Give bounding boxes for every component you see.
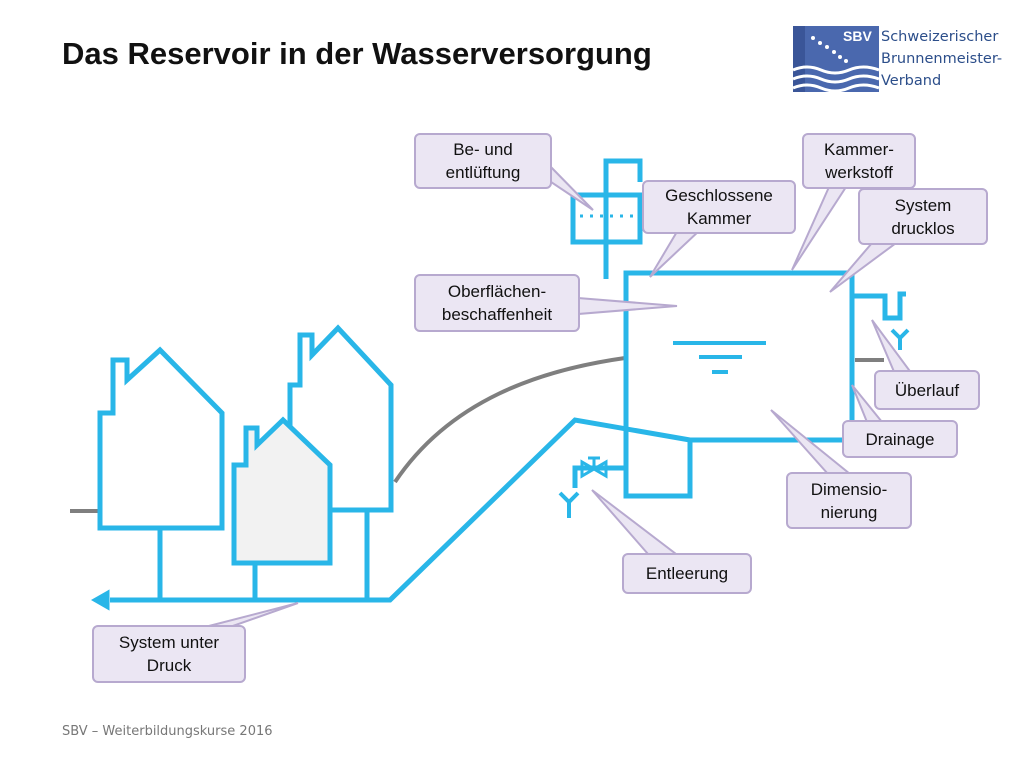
house-left	[97, 346, 225, 531]
logo-abbreviation: SBV	[843, 28, 872, 44]
page-title: Das Reservoir in der Wasserversorgung	[62, 36, 652, 71]
pointer-kammerwerkstoff	[791, 186, 848, 271]
pointer-ueberlauf	[871, 319, 914, 375]
pointer-system-drucklos	[829, 242, 900, 293]
footer-text: SBV – Weiterbildungskurse 2016	[62, 724, 273, 739]
ventilation-filter-box	[570, 192, 643, 245]
callout-kammerwerkstoff: Kammer-werkstoff	[802, 133, 916, 189]
sbv-logo-mark-icon	[792, 26, 880, 93]
supply-main-pipe	[110, 417, 691, 603]
overflow-pipe	[852, 291, 906, 321]
drain-valve-icon	[580, 459, 608, 479]
logo-line-2: Brunnenmeister-	[881, 51, 1003, 67]
callout-entleerung: Entleerung	[622, 553, 752, 594]
overflow-outlet-icon	[890, 328, 910, 350]
callout-drainage: Drainage	[842, 420, 958, 458]
drain-valve-stem	[588, 456, 600, 469]
logo-line-3: Verband	[881, 73, 942, 89]
pointer-entleerung	[591, 489, 679, 555]
drain-pipe	[572, 465, 626, 488]
flow-arrow-icon	[90, 589, 110, 611]
callout-dimensionierung: Dimensio-nierung	[786, 472, 912, 529]
pointer-geschlossene-kammer	[649, 229, 703, 278]
callout-ueberlauf: Überlauf	[874, 370, 980, 410]
sbv-logo: SBV Schweizerischer Brunnenmeister- Verb…	[792, 26, 1013, 96]
logo-line-1: Schweizerischer	[881, 29, 999, 45]
drain-outlet-icon	[558, 491, 580, 518]
terrain-line	[393, 356, 626, 484]
house-front	[231, 416, 333, 566]
callout-oberflaechen: Oberflächen-beschaffenheit	[414, 274, 580, 332]
pointer-system-unter-druck	[204, 602, 299, 628]
ventilation-pipe	[603, 158, 643, 279]
